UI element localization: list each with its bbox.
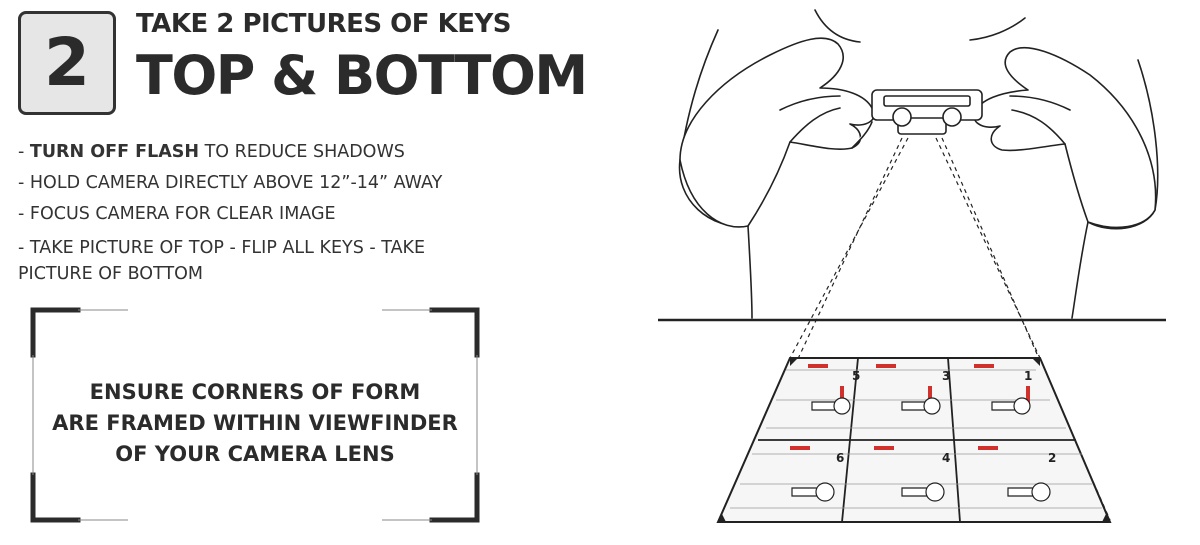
left-hand xyxy=(679,37,875,228)
form-cell-number: 2 xyxy=(1048,451,1056,465)
instruction-prefix: - xyxy=(18,204,30,224)
instruction-prefix: - xyxy=(18,142,30,162)
camera-illustration: 5 3 1 6 4 2 xyxy=(658,9,1166,523)
step-number: 2 xyxy=(44,24,90,101)
instruction-item: - FOCUS CAMERA FOR CLEAR IMAGE xyxy=(18,204,458,224)
form-corner-marks xyxy=(718,358,1110,522)
camera xyxy=(871,89,983,135)
form-cell-number: 1 xyxy=(1024,369,1032,383)
instruction-prefix: - xyxy=(18,173,30,193)
instruction-item: - TURN OFF FLASH TO REDUCE SHADOWS xyxy=(18,142,458,162)
frame-instruction: ENSURE CORNERS OF FORM ARE FRAMED WITHIN… xyxy=(30,377,480,470)
instruction-list: - TURN OFF FLASH TO REDUCE SHADOWS - HOL… xyxy=(18,142,458,298)
key-form: 5 3 1 6 4 2 xyxy=(716,357,1112,523)
frame-instruction-line: ENSURE CORNERS OF FORM xyxy=(89,380,421,404)
instruction-item: - TAKE PICTURE OF TOP - FLIP ALL KEYS - … xyxy=(18,235,458,287)
form-cell-number: 3 xyxy=(942,369,950,383)
instruction-text: TAKE PICTURE OF TOP - FLIP ALL KEYS - TA… xyxy=(18,238,426,284)
instruction-text: HOLD CAMERA DIRECTLY ABOVE 12”-14” AWAY xyxy=(29,173,443,193)
instruction-emphasis: TURN OFF FLASH xyxy=(29,142,200,162)
title-line2: TOP & BOTTOM xyxy=(136,44,588,107)
form-cell-number: 6 xyxy=(836,451,844,465)
step-badge: 2 xyxy=(18,11,116,115)
viewfinder-frame: ENSURE CORNERS OF FORM ARE FRAMED WITHIN… xyxy=(30,307,480,523)
instruction-prefix: - xyxy=(18,238,30,258)
form-cell-number: 4 xyxy=(942,451,950,465)
viewfinder-corners xyxy=(30,307,480,523)
instruction-text: FOCUS CAMERA FOR CLEAR IMAGE xyxy=(29,204,336,224)
frame-instruction-line: OF YOUR CAMERA LENS xyxy=(115,442,395,466)
title-line1: TAKE 2 PICTURES OF KEYS xyxy=(136,9,512,39)
instruction-text: TO REDUCE SHADOWS xyxy=(199,142,405,162)
right-hand xyxy=(973,47,1157,229)
frame-instruction-line: ARE FRAMED WITHIN VIEWFINDER xyxy=(52,411,458,435)
key-outlines xyxy=(791,397,1051,502)
instruction-item: - HOLD CAMERA DIRECTLY ABOVE 12”-14” AWA… xyxy=(18,173,458,193)
form-cell-number: 5 xyxy=(852,369,860,383)
